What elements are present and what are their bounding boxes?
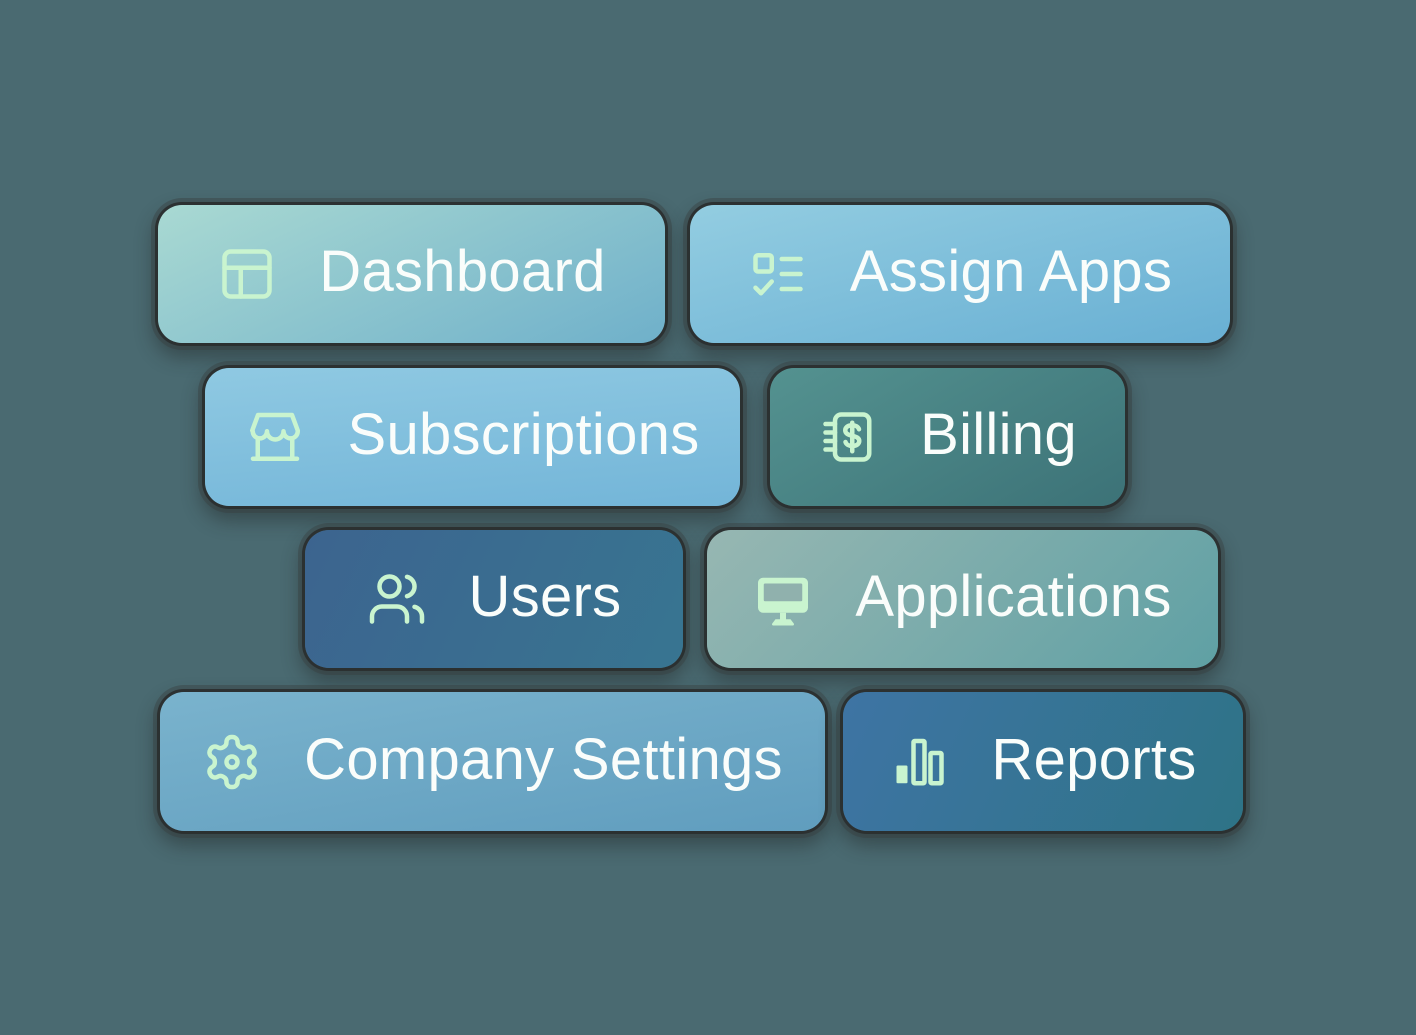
nav-button-label: Company Settings <box>304 726 783 792</box>
nav-button-label: Users <box>468 564 622 629</box>
billing-invoice-icon <box>818 407 878 467</box>
nav-button-billing[interactable]: Billing <box>770 368 1125 506</box>
nav-button-label: Dashboard <box>319 239 606 304</box>
assign-apps-checklist-icon <box>748 244 808 304</box>
nav-button-label: Applications <box>855 564 1172 629</box>
nav-button-label: Reports <box>991 726 1197 792</box>
nav-button-label: Subscriptions <box>347 402 700 467</box>
nav-button-users[interactable]: Users <box>305 530 683 668</box>
users-icon <box>367 569 427 629</box>
reports-bar-chart-icon <box>889 732 949 792</box>
nav-button-reports[interactable]: Reports <box>843 692 1243 831</box>
company-settings-gear-icon <box>202 732 262 792</box>
nav-button-assign-apps[interactable]: Assign Apps <box>690 205 1230 343</box>
nav-button-label: Assign Apps <box>849 239 1173 304</box>
applications-monitor-icon <box>753 569 813 629</box>
subscriptions-store-icon <box>245 407 305 467</box>
nav-button-dashboard[interactable]: Dashboard <box>158 205 665 343</box>
nav-button-subscriptions[interactable]: Subscriptions <box>205 368 740 506</box>
nav-button-company-settings[interactable]: Company Settings <box>160 692 825 831</box>
nav-button-applications[interactable]: Applications <box>707 530 1218 668</box>
nav-button-label: Billing <box>920 402 1077 467</box>
dashboard-panels-icon <box>217 244 277 304</box>
